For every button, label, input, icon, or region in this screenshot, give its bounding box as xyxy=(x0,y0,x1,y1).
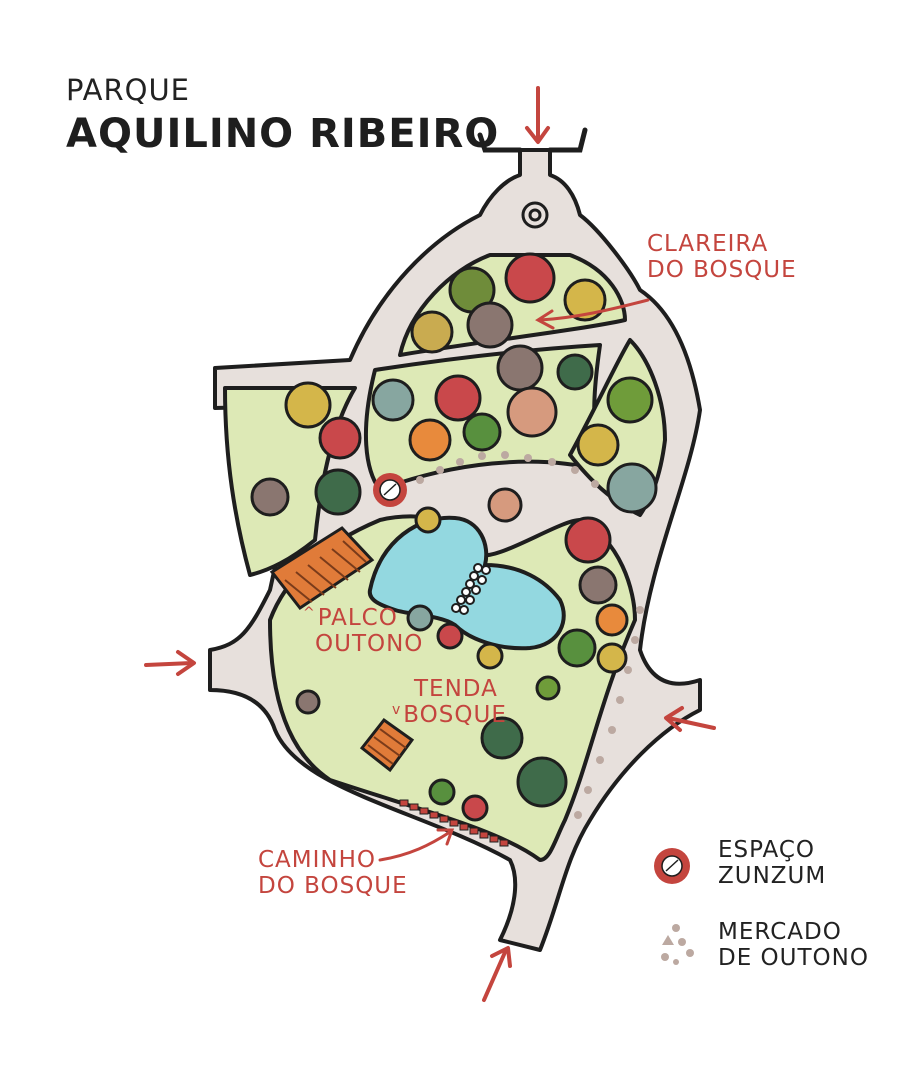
tree-icon xyxy=(314,468,362,516)
tree-icon xyxy=(461,794,489,822)
tree-icon xyxy=(250,477,290,517)
tree-icon xyxy=(295,689,321,715)
tree-icon xyxy=(436,622,464,650)
tree-icon xyxy=(462,412,502,452)
tree-icon xyxy=(516,756,568,808)
tree-icon xyxy=(576,423,620,467)
tent-icon xyxy=(359,717,415,773)
north-gate xyxy=(477,127,588,153)
bridge-icon xyxy=(451,563,491,615)
tree-icon xyxy=(564,516,612,564)
tree-icon xyxy=(595,603,629,637)
tree-icon xyxy=(406,604,434,632)
tree-icon xyxy=(466,301,514,349)
tree-icon xyxy=(318,416,362,460)
legend-espaco-icon xyxy=(654,848,690,884)
tree-icon xyxy=(535,675,561,701)
tree-icon xyxy=(428,778,456,806)
tree-icon xyxy=(496,344,544,392)
title-parque: PARQUE xyxy=(66,73,190,107)
fountain-icon xyxy=(521,201,549,229)
tree-icon xyxy=(578,565,618,605)
entrance-arrows xyxy=(144,86,716,1002)
entrance-arrow-icon xyxy=(144,650,196,676)
entrance-arrow-icon xyxy=(664,706,716,732)
tree-icon xyxy=(434,374,482,422)
tree-icon xyxy=(410,310,454,354)
label-caminho-do-bosque: CAMINHO DO BOSQUE xyxy=(258,847,408,899)
tree-icon xyxy=(606,462,658,514)
legend-market-icon xyxy=(661,924,694,965)
entrance-arrow-icon xyxy=(482,946,512,1002)
market-dots xyxy=(416,451,644,819)
stage-icon xyxy=(269,526,375,611)
tree-icon xyxy=(487,487,523,523)
tree-icon xyxy=(596,642,628,674)
tree-icon xyxy=(556,353,594,391)
tree-icon xyxy=(480,716,524,760)
caret-up-icon: ^ xyxy=(303,605,316,621)
label-palco-outono: ^PALCO OUTONO xyxy=(303,605,424,657)
leaf-marker-icon xyxy=(373,473,407,507)
tree-icon xyxy=(284,381,332,429)
trees xyxy=(250,252,658,822)
tree-icon xyxy=(414,506,442,534)
caminho-bosque-path xyxy=(399,799,509,847)
label-clareira-do-bosque: CLAREIRA DO BOSQUE xyxy=(647,231,797,283)
tree-icon xyxy=(563,278,607,322)
caminho-pointer xyxy=(378,830,452,862)
pointer-arrows xyxy=(378,298,650,862)
legend-espaco-zunzum: ESPAÇO ZUNZUM xyxy=(718,837,827,889)
tree-icon xyxy=(476,642,504,670)
legend-mercado-de-outono: MERCADO DE OUTONO xyxy=(718,919,869,971)
tree-icon xyxy=(606,376,654,424)
caret-down-icon: v xyxy=(392,701,402,718)
label-tenda-bosque: TENDA vBOSQUE xyxy=(392,676,507,728)
tree-icon xyxy=(506,386,558,438)
tree-icon xyxy=(408,418,452,462)
tree-icon xyxy=(371,378,415,422)
entrance-arrow-icon xyxy=(525,86,550,144)
tree-icon xyxy=(504,252,556,304)
clareira-pointer xyxy=(538,298,650,322)
title-aquilino-ribeiro: AQUILINO RIBEIRO xyxy=(66,111,500,157)
tree-icon xyxy=(557,628,597,668)
